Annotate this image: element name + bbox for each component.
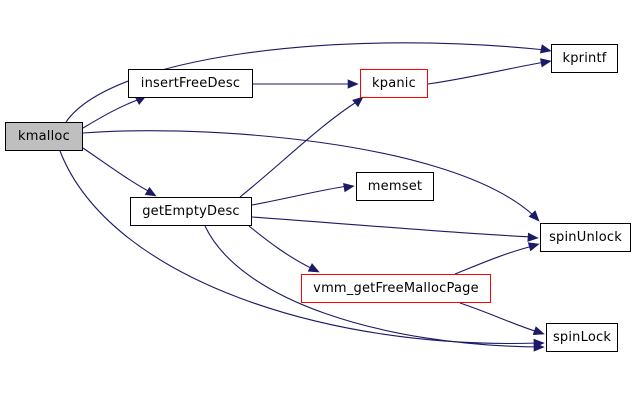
- edge-vmm_getFreeMallocPage-to-spinLock: [459, 302, 545, 336]
- arrow-head-icon: [539, 44, 552, 54]
- graph-node-kmalloc[interactable]: kmalloc: [5, 122, 83, 151]
- edge-kmalloc-to-getEmptyDesc: [82, 147, 157, 197]
- edge-kmalloc-to-spinUnlock: [82, 130, 540, 222]
- graph-node-kpanic[interactable]: kpanic: [360, 69, 428, 98]
- edge-vmm_getFreeMallocPage-to-spinUnlock: [454, 242, 540, 275]
- arrow-head-icon: [527, 232, 539, 242]
- graph-node-spinUnlock[interactable]: spinUnlock: [540, 223, 631, 252]
- edge-insertFreeDesc-to-kpanic: [253, 79, 359, 89]
- graph-node-vmm_getFreeMallocPage[interactable]: vmm_getFreeMallocPage: [301, 274, 491, 303]
- edge-getEmptyDesc-to-kpanic: [239, 96, 364, 198]
- graph-node-label: vmm_getFreeMallocPage: [313, 281, 479, 296]
- edge-kpanic-to-kprintf: [427, 58, 552, 85]
- graph-node-spinLock[interactable]: spinLock: [546, 323, 618, 352]
- edge-getEmptyDesc-to-vmm_getFreeMallocPage: [248, 225, 320, 273]
- graph-node-label: kpanic: [372, 76, 416, 91]
- graph-node-label: spinLock: [552, 330, 612, 345]
- graph-node-getEmptyDesc[interactable]: getEmptyDesc: [130, 197, 252, 226]
- graph-node-label: spinUnlock: [549, 230, 622, 245]
- arrow-head-icon: [307, 263, 320, 273]
- edge-getEmptyDesc-to-spinLock: [204, 225, 545, 352]
- arrow-head-icon: [540, 58, 552, 68]
- graph-node-label: insertFreeDesc: [140, 76, 241, 91]
- graph-node-label: kmalloc: [18, 129, 70, 144]
- graph-node-label: memset: [367, 179, 423, 194]
- graph-node-label: getEmptyDesc: [142, 204, 240, 219]
- arrow-head-icon: [352, 96, 364, 108]
- arrow-head-icon: [144, 186, 157, 197]
- edge-getEmptyDesc-to-memset: [251, 183, 355, 206]
- edge-getEmptyDesc-to-spinUnlock: [251, 216, 539, 242]
- edge-kmalloc-to-kprintf: [65, 42, 552, 123]
- arrow-head-icon: [533, 342, 545, 352]
- graph-node-kprintf[interactable]: kprintf: [551, 44, 618, 73]
- arrow-head-icon: [347, 79, 359, 89]
- arrow-head-icon: [528, 210, 540, 222]
- graph-node-label: kprintf: [562, 51, 607, 66]
- arrow-head-icon: [532, 326, 545, 336]
- arrow-head-icon: [527, 242, 540, 252]
- arrow-head-icon: [343, 183, 355, 193]
- graph-node-memset[interactable]: memset: [356, 172, 434, 201]
- edge-kmalloc-to-spinLock: [59, 150, 545, 349]
- graph-node-insertFreeDesc[interactable]: insertFreeDesc: [128, 69, 253, 98]
